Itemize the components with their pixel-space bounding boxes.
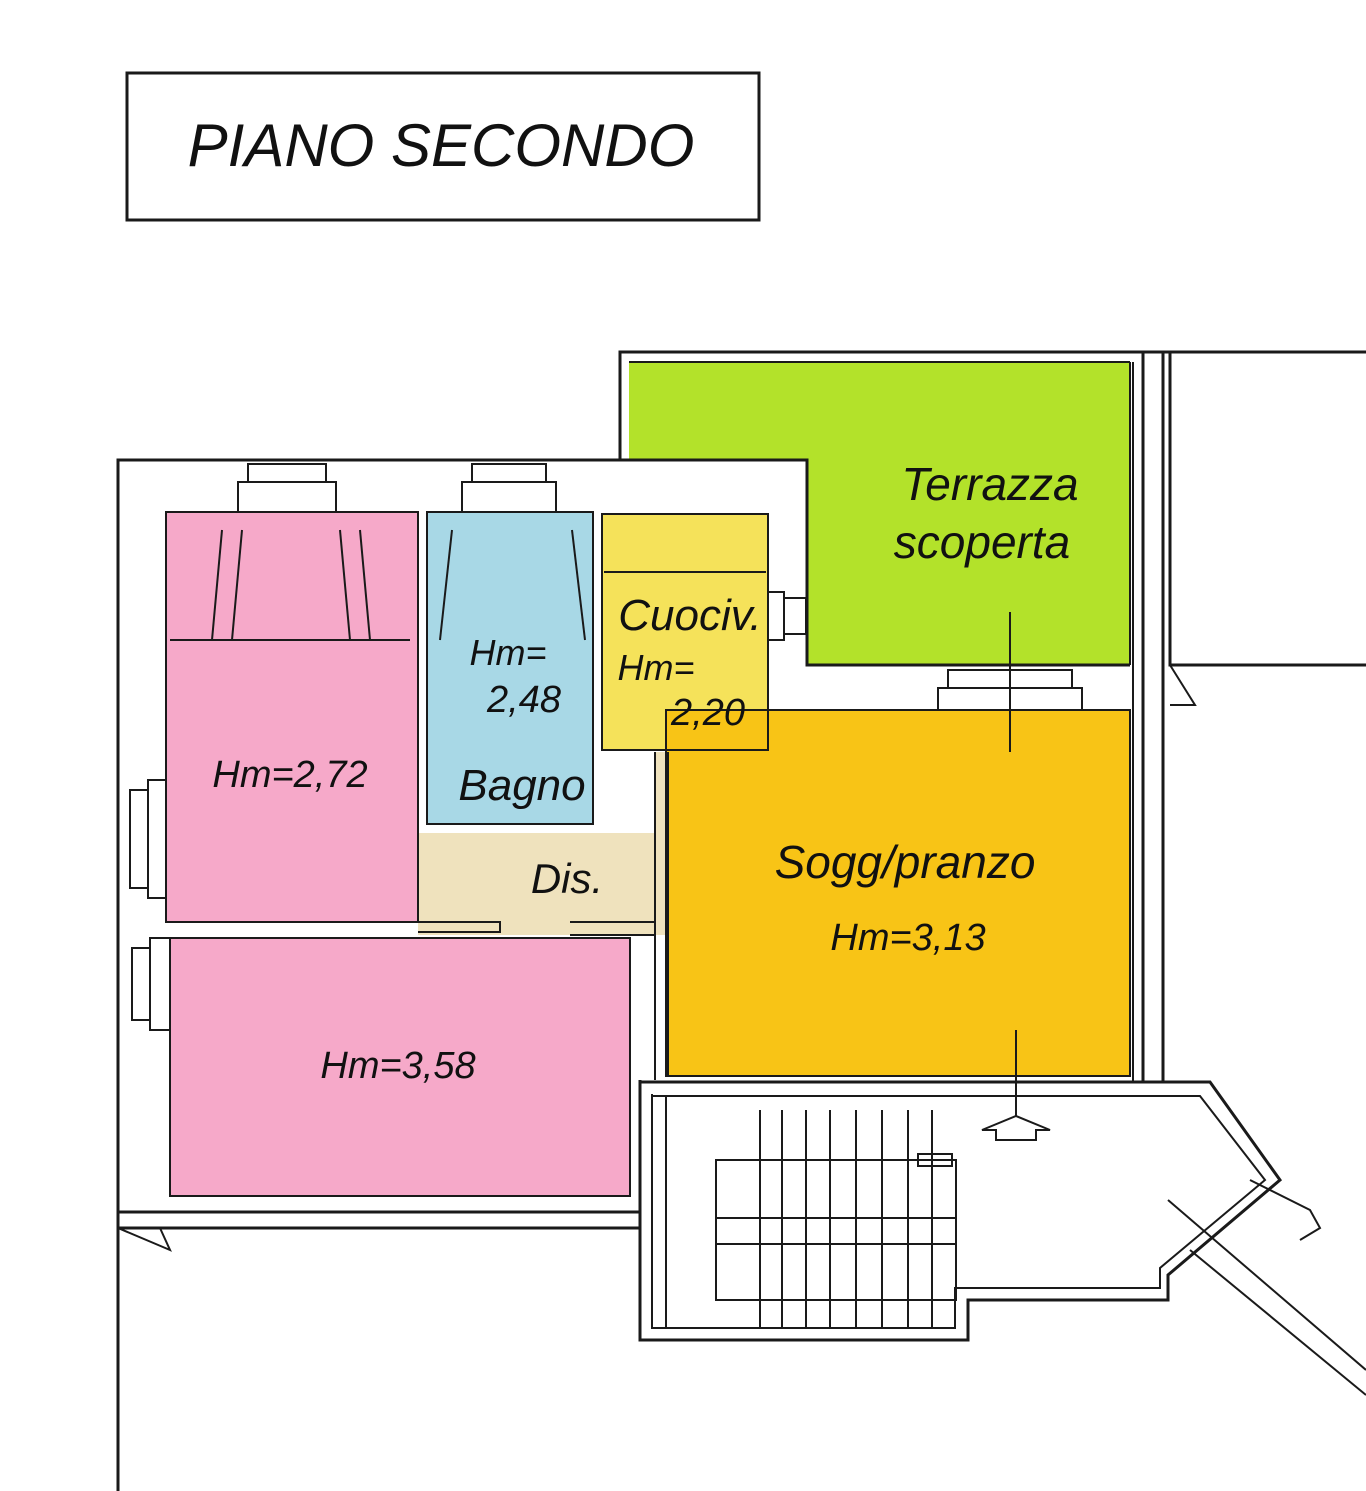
living-name: Sogg/pranzo xyxy=(775,836,1036,888)
plan-title: PIANO SECONDO xyxy=(188,112,695,179)
bathroom-height-label: Hm= xyxy=(469,632,546,673)
terrace-name-line-2: scoperta xyxy=(894,516,1070,568)
kitchenette-name: Cuociv. xyxy=(618,591,761,640)
walls xyxy=(116,350,1366,1491)
room-fill-bathroom xyxy=(427,512,593,824)
terrace-name-line-1: Terrazza xyxy=(901,458,1078,510)
bathroom-name: Bagno xyxy=(458,761,585,810)
living-height: Hm=3,13 xyxy=(830,917,985,959)
title-box: PIANO SECONDO xyxy=(125,71,761,222)
bathroom-height-value: 2,48 xyxy=(486,679,561,721)
room-fill-living xyxy=(666,710,1130,1076)
kitchenette-height-value: 2,20 xyxy=(670,692,745,734)
bedroom-2-height: Hm=3,58 xyxy=(320,1045,475,1087)
room-fill-bedroom-1 xyxy=(166,512,418,922)
kitchenette-height-label: Hm= xyxy=(617,647,694,688)
room-fill-hallway xyxy=(418,752,668,935)
room-fill-bedroom-2 xyxy=(170,938,630,1196)
room-labels: Hm=2,72 Hm= 2,48 Bagno Cuociv. Hm= 2,20 … xyxy=(212,458,1078,1087)
room-fill-terrace xyxy=(629,362,1130,665)
hallway-name: Dis. xyxy=(531,855,603,902)
bedroom-1-height: Hm=2,72 xyxy=(212,754,367,796)
